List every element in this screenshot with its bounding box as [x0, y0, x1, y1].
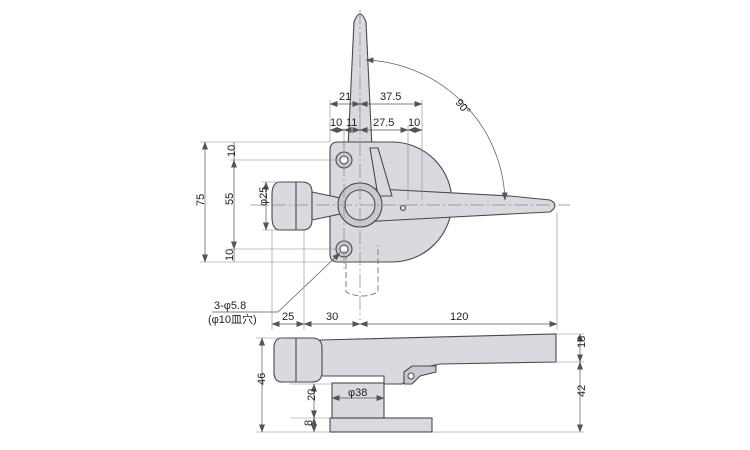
dim-55: 55	[224, 193, 236, 205]
dim-30: 30	[326, 311, 338, 323]
dim-18: 18	[576, 336, 588, 348]
dim-11: 11	[346, 117, 357, 129]
hole-callout-1: 3-φ5.8	[214, 300, 246, 312]
rotation-arc	[365, 57, 508, 201]
hole-leader	[277, 252, 341, 313]
dim-10-left: 10	[330, 117, 342, 129]
dim-120: 120	[450, 311, 468, 323]
dim-27-5: 27.5	[373, 117, 394, 129]
base-flange	[329, 417, 433, 433]
side-view: φ38 18 42 46 20 8	[256, 333, 588, 433]
dim-75: 75	[195, 194, 207, 206]
dim-8: 8	[303, 420, 315, 426]
side-knob	[273, 337, 323, 383]
dim-42: 42	[576, 385, 588, 397]
dim-20: 20	[306, 389, 318, 401]
dim-dia38: φ38	[348, 387, 367, 399]
dim-10-top: 10	[226, 145, 238, 157]
knob	[271, 181, 313, 231]
dim-10-bottom: 10	[224, 249, 236, 261]
dim-46: 46	[256, 373, 268, 385]
dim-25: 25	[282, 311, 294, 323]
top-view: 90° 21 37.5 10 11 27.5 10 75 55 10 10	[195, 10, 570, 330]
dim-21: 21	[339, 91, 351, 103]
dim-37-5: 37.5	[380, 91, 401, 103]
hidden-stem-lines	[345, 245, 379, 297]
screw-mark	[399, 204, 407, 212]
latch-notch	[403, 365, 437, 385]
dim-10-right: 10	[408, 117, 420, 129]
hole-callout-2: (φ10皿穴)	[208, 312, 257, 326]
angle-label: 90°	[453, 97, 473, 117]
dim-dia25: φ25	[258, 187, 270, 206]
side-lever	[317, 333, 557, 385]
